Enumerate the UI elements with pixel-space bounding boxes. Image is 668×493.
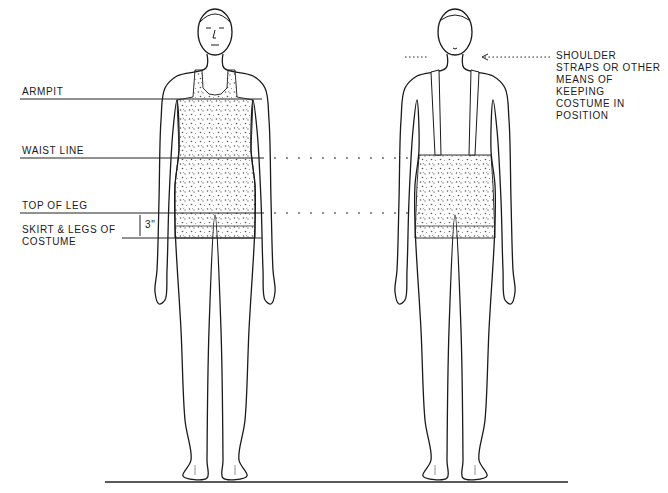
skirt-line	[122, 238, 262, 239]
head	[198, 9, 232, 55]
strap-leader-left	[405, 57, 428, 58]
armpit-line	[20, 99, 262, 100]
face	[200, 14, 230, 45]
dimension-tick	[140, 215, 141, 236]
head	[438, 9, 472, 55]
part-label: ARMPIT	[22, 86, 142, 98]
costume-outline	[415, 155, 495, 238]
shoulder-strap	[469, 70, 479, 155]
costume	[415, 155, 495, 238]
part-label: SKIRT & LEGS OF COSTUME	[22, 224, 118, 248]
foot-detail	[435, 465, 475, 475]
hair-line	[441, 15, 469, 49]
body-outline	[155, 54, 275, 480]
back-figure	[395, 9, 515, 480]
front-figure	[155, 9, 275, 480]
top-of-leg-line	[20, 213, 262, 214]
foot-detail	[195, 465, 235, 475]
costume-leg-line	[415, 226, 495, 227]
costume-leg-line	[175, 226, 255, 227]
waist-line-dashed	[262, 158, 420, 159]
waist-line	[20, 158, 262, 159]
strap-leader-head	[482, 54, 488, 60]
strap-leader	[482, 57, 550, 58]
part-label: TOP OF LEG	[22, 200, 132, 212]
body-outline	[395, 54, 515, 480]
ground-line	[105, 481, 568, 483]
top-of-leg-dashed	[262, 213, 420, 214]
dimension-label: 3"	[145, 219, 175, 231]
shoulder-strap	[431, 70, 441, 155]
part-label: WAIST LINE	[22, 145, 142, 157]
note-label: SHOULDER STRAPS OR OTHER MEANS OF KEEPIN…	[556, 50, 662, 122]
